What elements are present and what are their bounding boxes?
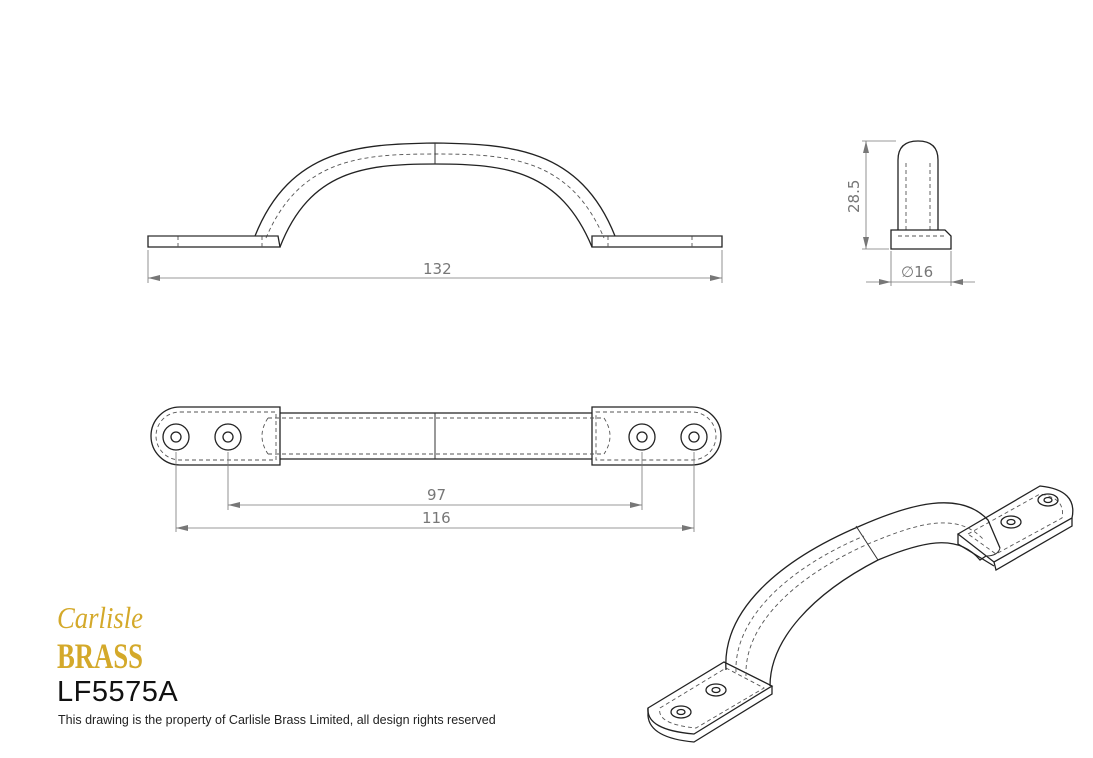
product-code: LF5575A (57, 676, 179, 708)
dim-base-diameter: ∅16 (901, 263, 933, 281)
logo-line-2: BRASS (57, 636, 143, 672)
plan-view: 97 116 (150, 406, 722, 532)
dim-inner-centres: 97 (427, 486, 446, 504)
logo-line-1: Carlisle (57, 600, 143, 635)
carlisle-brass-logo: Carlisle BRASS (57, 600, 143, 672)
isometric-view (647, 485, 1074, 743)
dim-outer-centres: 116 (422, 509, 451, 527)
side-elevation: 28.5 ∅16 (845, 140, 975, 286)
copyright-notice: This drawing is the property of Carlisle… (58, 713, 496, 727)
dim-overall-length: 132 (423, 260, 452, 278)
front-elevation: 132 (147, 142, 723, 283)
dim-height: 28.5 (845, 180, 863, 213)
